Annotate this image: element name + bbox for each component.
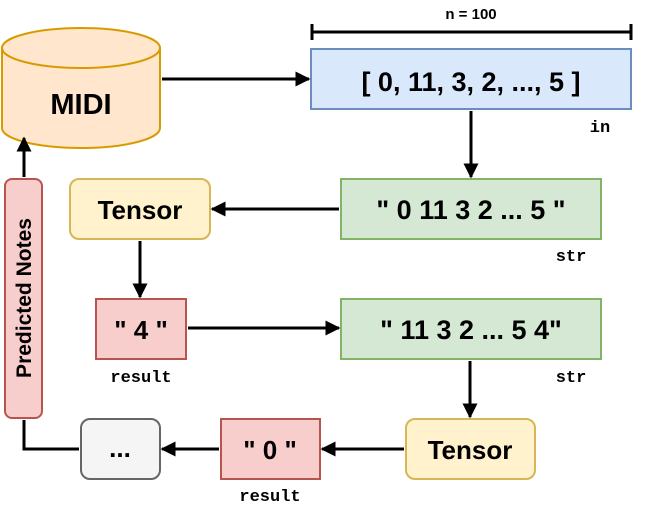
- result-box-2: " 0 " result: [220, 418, 321, 507]
- tensor-1-label: Tensor: [98, 195, 183, 225]
- predicted-notes-box: Predicted Notes: [4, 178, 43, 419]
- string-1-caption: str: [556, 248, 587, 267]
- length-bracket: n = 100: [310, 6, 633, 40]
- input-caption: in: [590, 119, 610, 138]
- ellipsis-label: ...: [109, 433, 131, 463]
- string-2-label: " 11 3 2 ... 5 4": [380, 315, 562, 345]
- input-array-box: [ 0, 11, 3, 2, ..., 5 ] in: [310, 48, 632, 138]
- length-label: n = 100: [445, 6, 496, 23]
- string-box-2: " 11 3 2 ... 5 4" str: [340, 298, 602, 388]
- string-1-label: " 0 11 3 2 ... 5 ": [376, 195, 565, 225]
- tensor-box-1: Tensor: [69, 178, 211, 240]
- string-box-1: " 0 11 3 2 ... 5 " str: [340, 178, 602, 267]
- result-2-label: " 0 ": [243, 435, 297, 465]
- predicted-notes-label: Predicted Notes: [13, 218, 36, 378]
- result-box-1: " 4 " result: [95, 298, 187, 388]
- tensor-box-2: Tensor: [405, 418, 536, 480]
- midi-label: MIDI: [50, 89, 111, 121]
- arrows: [16, 71, 479, 457]
- result-1-caption: result: [110, 369, 171, 388]
- midi-database: MIDI: [0, 27, 161, 149]
- string-2-caption: str: [556, 369, 587, 388]
- line-ellipsis-to-predicted: [22, 420, 79, 451]
- tensor-2-label: Tensor: [428, 435, 513, 465]
- result-2-caption: result: [239, 488, 300, 507]
- input-array-label: [ 0, 11, 3, 2, ..., 5 ]: [361, 67, 580, 97]
- ellipsis-box: ...: [80, 418, 161, 480]
- result-1-label: " 4 ": [114, 315, 168, 345]
